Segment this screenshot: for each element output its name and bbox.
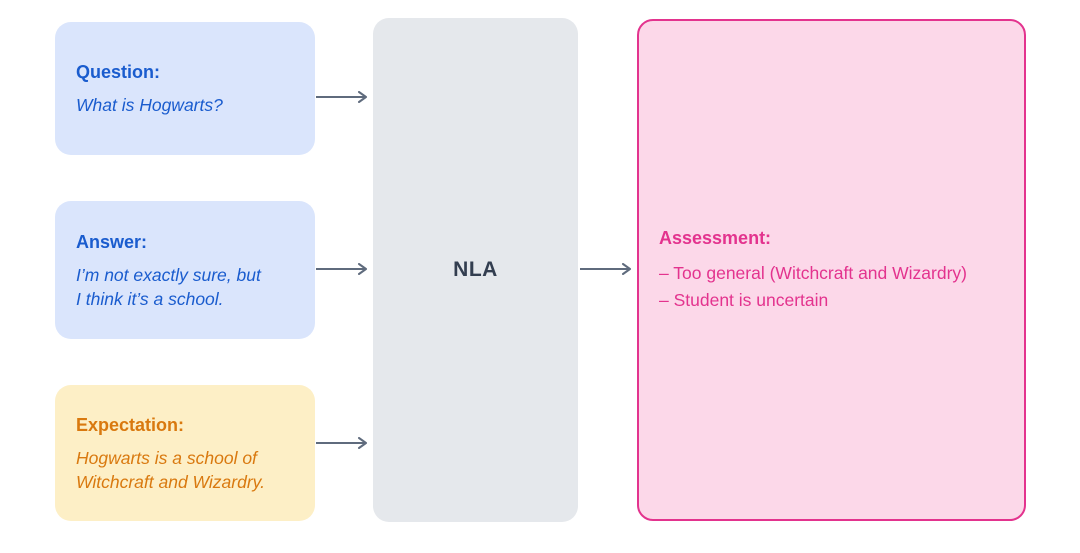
arrow-question-to-nla-icon [315,91,373,103]
nla-label: NLA [453,258,498,281]
answer-label: Answer: [76,231,148,252]
question-text: What is Hogwarts? [76,95,223,115]
expectation-node: Expectation: Hogwarts is a school of Wit… [55,385,315,521]
assessment-node: Assessment: – Too general (Witchcraft an… [637,19,1026,521]
expectation-label: Expectation: [76,414,185,435]
answer-node: Answer: I’m not exactly sure, but I thin… [55,201,315,339]
arrow-answer-to-nla-icon [315,263,373,275]
nla-processor-node: NLA [373,18,578,522]
expectation-text: Hogwarts is a school of Witchcraft and W… [76,447,265,492]
arrow-expectation-to-nla-icon [315,437,373,449]
assessment-item: – Student is uncertain [659,290,829,310]
assessment-label: Assessment: [659,228,772,248]
arrow-nla-to-assessment-icon [579,263,637,275]
question-node: Question: What is Hogwarts? [55,22,315,155]
assessment-item: – Too general (Witchcraft and Wizardry) [659,263,967,283]
question-label: Question: [76,62,160,82]
answer-text: I’m not exactly sure, but I think it’s a… [76,264,261,309]
